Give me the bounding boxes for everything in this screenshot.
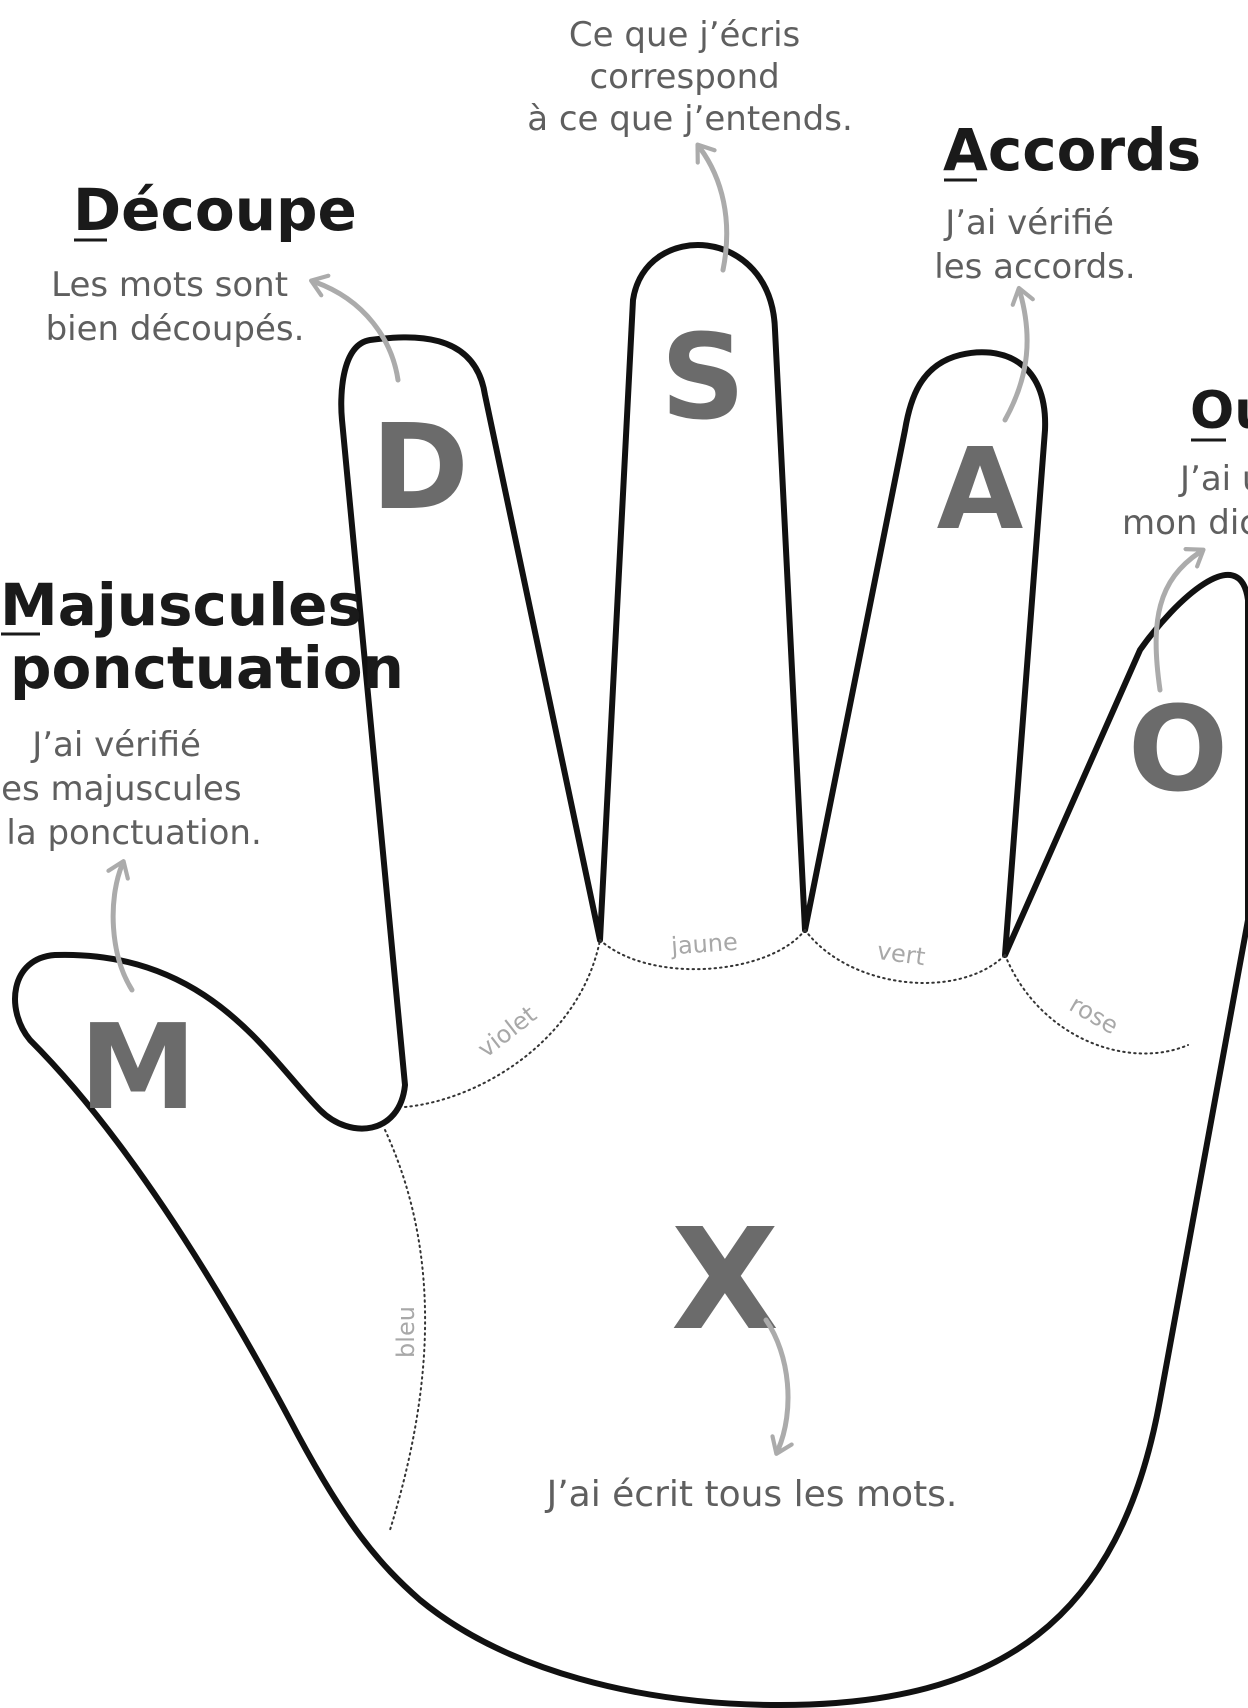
heading-orthographe-initial: O: [1190, 381, 1234, 441]
desc-sens-line-1: Ce que j’écris: [569, 15, 800, 55]
heading-majuscules-rest: ajuscules: [58, 571, 362, 639]
desc-accords-line-1: J’ai vérifié: [943, 203, 1114, 243]
desc-majuscules-line-3: t la ponctuation.: [0, 813, 262, 853]
heading-accords: Accords: [943, 116, 1201, 184]
heading-decoupe: Découpe: [73, 176, 357, 244]
desc-orthographe: J’ai u mon dict: [1122, 459, 1248, 543]
desc-mots: J’ai écrit tous les mots.: [545, 1474, 958, 1515]
letter-s: S: [661, 308, 746, 446]
heading-majuscules-initial: M: [0, 571, 58, 639]
letter-o: O: [1128, 680, 1228, 818]
desc-decoupe: Les mots sont bien découpés.: [46, 265, 305, 349]
desc-majuscules: J’ai vérifié les majuscules t la ponctua…: [0, 725, 262, 853]
heading-decoupe-initial: D: [73, 176, 121, 244]
desc-decoupe-line-2: bien découpés.: [46, 309, 305, 349]
desc-accords-line-2: les accords.: [934, 247, 1135, 287]
desc-sens-line-2: correspond: [589, 57, 779, 97]
desc-decoupe-line-1: Les mots sont: [51, 265, 288, 305]
desc-majuscules-line-2: les majuscules: [0, 769, 242, 809]
heading-accords-initial: A: [943, 116, 988, 184]
desc-orthographe-line-1: J’ai u: [1178, 459, 1248, 499]
letter-a: A: [937, 425, 1024, 555]
letter-m: M: [79, 998, 196, 1136]
desc-sens-line-3: à ce que j’entends.: [527, 99, 853, 139]
desc-sens: Ce que j’écris correspond à ce que j’ent…: [527, 15, 853, 139]
letter-x: X: [671, 1199, 779, 1362]
label-jaune: jaune: [669, 928, 738, 961]
heading-decoupe-rest: écoupe: [121, 176, 357, 244]
heading-orthographe: Ou: [1190, 381, 1248, 441]
desc-accords: J’ai vérifié les accords.: [934, 203, 1135, 287]
heading-accords-rest: ccords: [988, 116, 1201, 184]
desc-orthographe-line-2: mon dict: [1122, 503, 1248, 543]
heading-majuscules-line-1: Majuscules: [0, 571, 362, 639]
desc-majuscules-line-1: J’ai vérifié: [30, 725, 201, 765]
label-bleu: bleu: [392, 1306, 420, 1358]
heading-orthographe-rest: u: [1234, 381, 1248, 441]
heading-majuscules-line-2: ponctuation: [10, 634, 404, 702]
letter-d: D: [371, 398, 469, 536]
